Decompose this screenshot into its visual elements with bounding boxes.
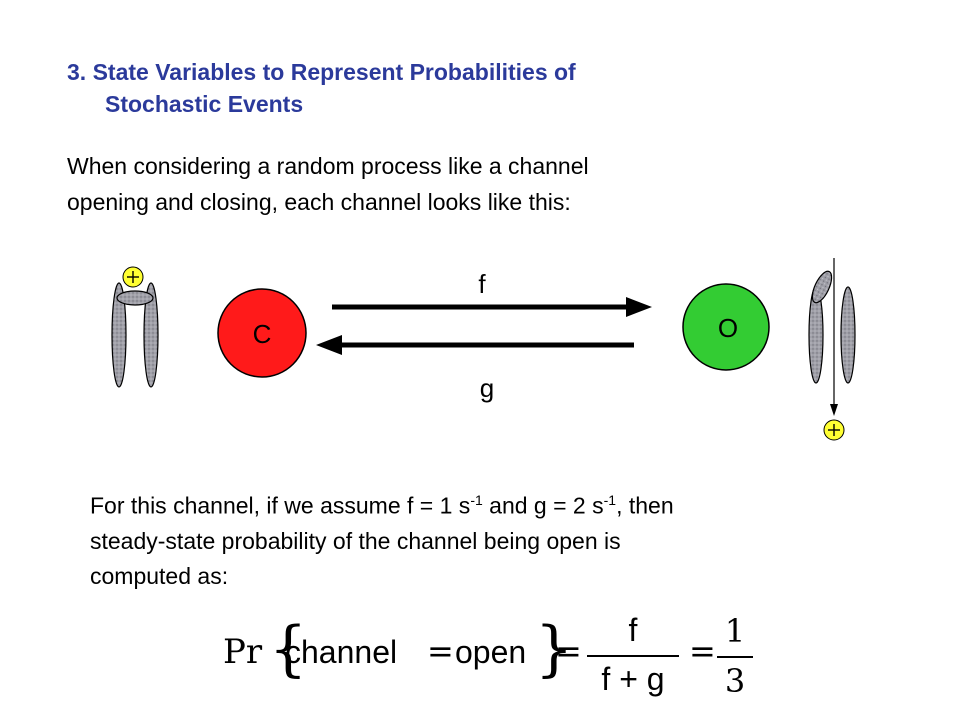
open-channel-right-subunit [840, 286, 856, 384]
open-channel-icon [808, 258, 856, 441]
fraction-2-bar [717, 656, 753, 658]
open-channel-gate [811, 270, 833, 304]
intro-line-2: opening and closing, each channel looks … [67, 189, 571, 215]
formula-fraction-f-over-fg: f f + g [587, 612, 679, 698]
steady-state-note: For this channel, if we assume f = 1 s-1… [90, 483, 674, 594]
ion-path-arrow [830, 258, 838, 416]
backward-rate-label: g [480, 373, 494, 403]
title-line-1: 3. State Variables to Represent Probabil… [67, 59, 576, 85]
fraction-2-denominator: 3 [724, 662, 746, 700]
fraction-1-bar [587, 655, 679, 657]
intro-line-1: When considering a random process like a… [67, 153, 589, 179]
fraction-1-denominator: f + g [601, 661, 665, 697]
note-line-1-a: For this channel, if we assume f = 1 s [90, 492, 471, 519]
note-line-2: steady-state probability of the channel … [90, 527, 621, 554]
formula-channel-word: channel [285, 634, 398, 670]
closed-channel-gate [116, 290, 154, 306]
note-line-1-c: , then [616, 492, 674, 519]
formula-fraction-one-third: 1 3 [717, 612, 753, 700]
formula-open-brace: { [269, 614, 308, 684]
note-line-1-b: and g = 2 s [482, 492, 604, 519]
probability-formula: Pr { channel = open } = f f + g = 1 3 [215, 610, 775, 710]
forward-transition-arrow [332, 297, 652, 317]
note-line-1: For this channel, if we assume f = 1 s-1… [90, 483, 674, 524]
note-sup-1: -1 [470, 492, 483, 508]
closed-state-label: C [253, 319, 272, 349]
formula-equals-1: = [427, 632, 454, 670]
title-line-2: Stochastic Events [105, 91, 304, 117]
closed-channel-right-subunit [143, 282, 159, 388]
formula-equals-2: = [555, 632, 582, 670]
plus-charge-icon-top [122, 266, 144, 288]
forward-rate-label: f [478, 269, 486, 299]
intro-text: When considering a random process like a… [67, 148, 589, 220]
formula-open-word: open [455, 634, 527, 670]
fraction-2-numerator: 1 [724, 612, 746, 650]
plus-charge-icon-bottom [823, 419, 845, 441]
formula-equals-3: = [689, 632, 716, 670]
fraction-1-numerator: f [628, 612, 638, 648]
closed-channel-icon [111, 266, 159, 388]
slide-title: 3. State Variables to Represent Probabil… [67, 56, 576, 120]
note-line-3: computed as: [90, 562, 229, 589]
open-state-label: O [718, 313, 738, 343]
note-sup-2: -1 [603, 492, 617, 508]
closed-state-node [217, 288, 307, 378]
backward-transition-arrow [316, 335, 634, 355]
closed-channel-left-subunit [111, 282, 127, 388]
formula-pr: Pr [223, 632, 263, 672]
formula-close-brace: } [535, 614, 574, 684]
open-state-node [682, 283, 770, 371]
